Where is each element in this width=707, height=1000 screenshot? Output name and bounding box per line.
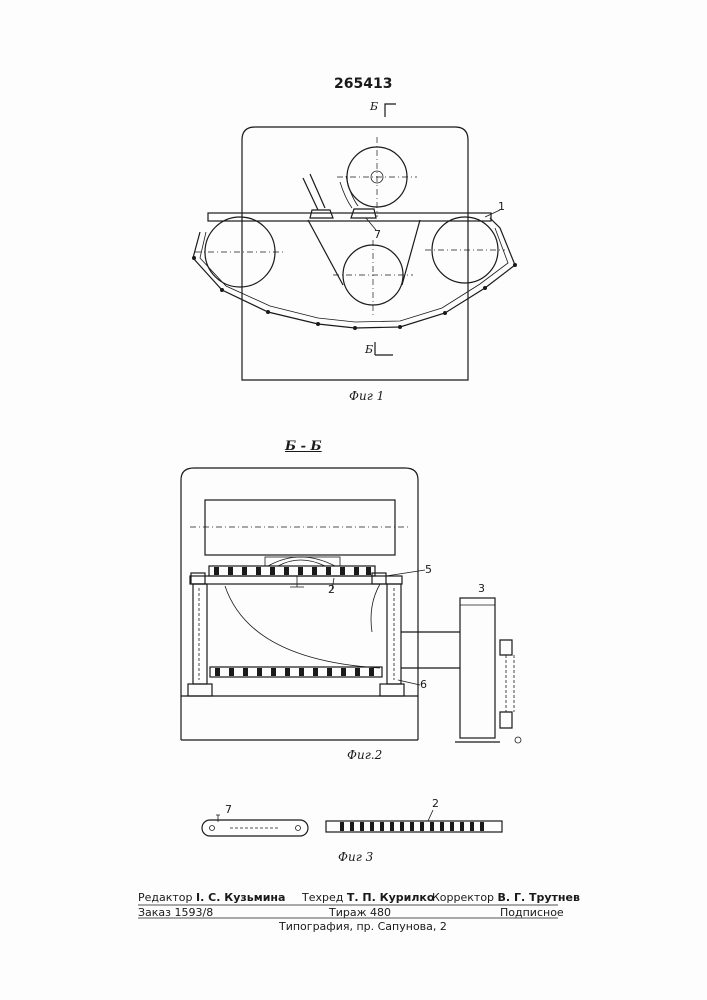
fig2-callout-6: 6 xyxy=(420,678,427,691)
fig2-callout-3: 3 xyxy=(478,582,485,595)
fig2-top-rail xyxy=(190,576,402,584)
footer-printer: Типография, пр. Сапунова, 2 xyxy=(279,920,447,933)
fig2-housing xyxy=(181,468,418,740)
fig1-caption: Фиг 1 xyxy=(349,389,384,403)
figure-3-drawing xyxy=(202,810,502,836)
fig3-callout-2: 2 xyxy=(432,797,439,810)
fig2-upper-hatch xyxy=(214,567,371,575)
footer-techred: Техред Т. П. Курилко xyxy=(302,891,434,904)
techred-label: Техред xyxy=(302,891,343,904)
fig1-section-mark-bottom xyxy=(375,342,393,355)
fig1-section-mark-bottom-label: Б xyxy=(365,343,373,356)
fig1-chain-conveyor xyxy=(193,218,515,328)
fig1-housing xyxy=(242,127,468,380)
footer-order: Заказ 1593/8 xyxy=(138,906,213,919)
figure-1-drawing xyxy=(192,104,517,380)
fig3-plate-hatch xyxy=(340,822,484,831)
figure-2-drawing xyxy=(181,468,521,743)
fig2-drive-unit xyxy=(460,598,495,738)
footer-subscription: Подписное xyxy=(500,906,564,919)
fig2-upper-block xyxy=(205,500,395,555)
editor-name: I. С. Кузьмина xyxy=(196,891,285,904)
footer-editor: Редактор I. С. Кузьмина xyxy=(138,891,285,904)
fig1-section-mark-top xyxy=(385,104,396,117)
fig1-callout-1: 1 xyxy=(498,200,505,213)
fig2-upper-chain-plate xyxy=(209,566,375,576)
fig2-left-column xyxy=(193,584,207,684)
editor-label: Редактор xyxy=(138,891,193,904)
techred-name: Т. П. Курилко xyxy=(347,891,435,904)
fig1-table xyxy=(208,213,491,221)
fig2-callout-2: 2 xyxy=(328,583,335,596)
fig3-caption: Фиг 3 xyxy=(338,850,373,864)
fig2-callout-5: 5 xyxy=(425,563,432,576)
fig1-lever xyxy=(303,174,325,210)
fig2-caption: Фиг.2 xyxy=(347,748,382,762)
fig2-lower-hatch xyxy=(215,668,374,676)
fig1-section-mark-top-label: Б xyxy=(370,100,378,113)
fig3-callout-7: 7 xyxy=(225,803,232,816)
corrector-name: В. Г. Трутнев xyxy=(498,891,580,904)
fig1-callout-7: 7 xyxy=(374,228,381,241)
fig2-section-title: Б - Б xyxy=(285,439,322,454)
footer-corrector: Корректор В. Г. Трутнев xyxy=(432,891,580,904)
footer-circulation: Тираж 480 xyxy=(329,906,391,919)
fig2-chain-curve xyxy=(225,586,380,668)
corrector-label: Корректор xyxy=(432,891,494,904)
